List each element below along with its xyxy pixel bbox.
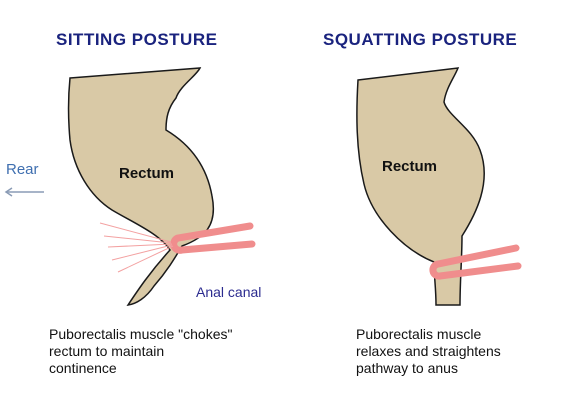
caption-squatting-line-3: pathway to anus (356, 360, 458, 376)
rear-arrow-icon (4, 187, 44, 197)
puborectalis-muscle-sitting (170, 222, 256, 254)
label-anal-canal: Anal canal (196, 284, 262, 300)
choke-lines (99, 222, 174, 273)
caption-sitting-line-1: Puborectalis muscle "chokes" (49, 326, 233, 342)
caption-squatting-line-2: relaxes and straightens (356, 343, 501, 359)
caption-sitting-line-2: rectum to maintain (49, 343, 165, 359)
rectum-shape-sitting (67, 67, 215, 306)
label-rectum-sitting: Rectum (119, 165, 175, 182)
label-rear: Rear (6, 161, 39, 178)
caption-sitting: Puborectalis muscle "chokes" rectum to m… (49, 326, 289, 377)
rectum-shape-squatting (356, 67, 485, 306)
title-sitting: SITTING POSTURE (56, 30, 218, 49)
puborectalis-muscle-squatting (429, 244, 522, 280)
caption-squatting: Puborectalis muscle relaxes and straight… (356, 326, 576, 377)
title-squatting: SQUATTING POSTURE (323, 30, 518, 49)
caption-squatting-line-1: Puborectalis muscle (356, 326, 482, 342)
caption-sitting-line-3: continence (49, 360, 117, 376)
label-rectum-squatting: Rectum (382, 158, 438, 175)
